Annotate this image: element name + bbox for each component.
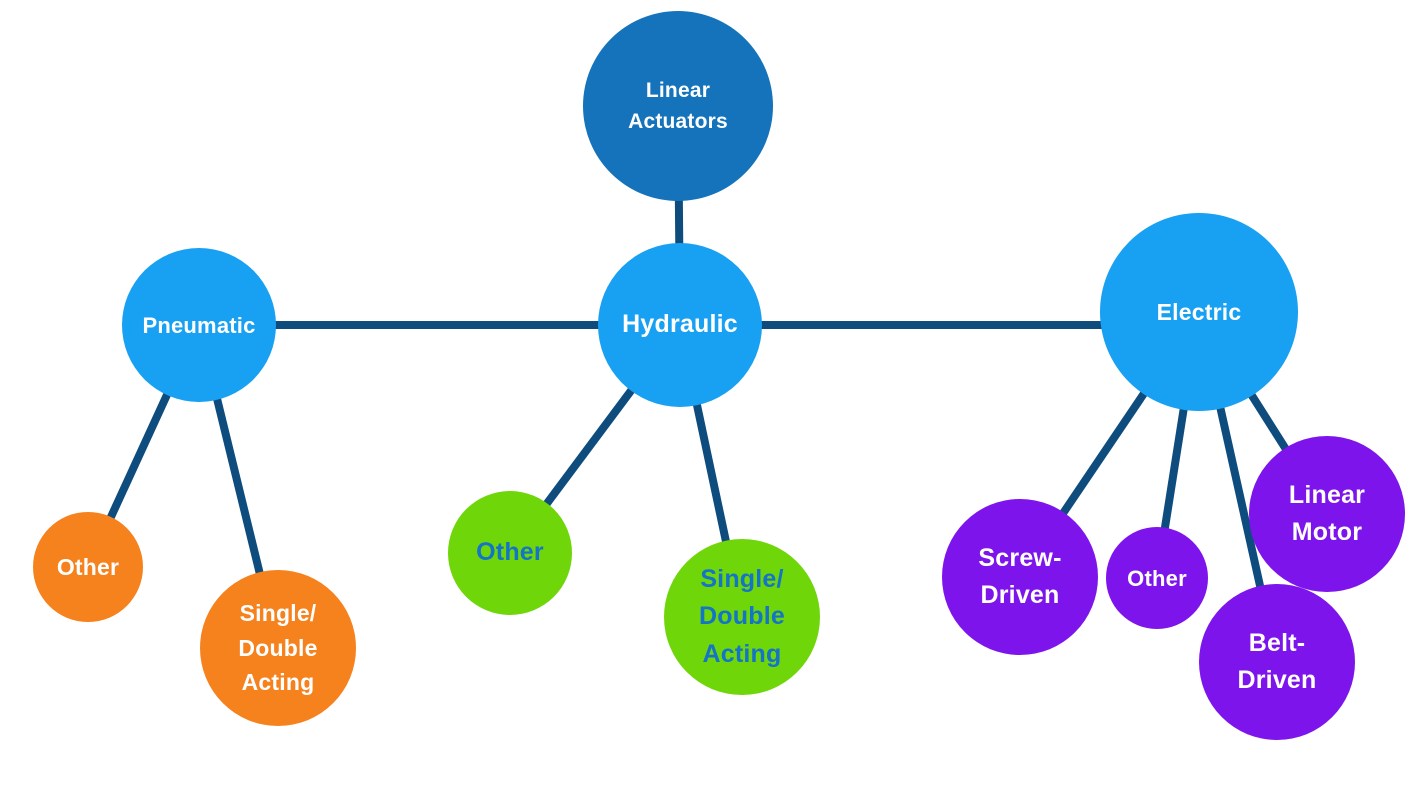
node-label-line: Other xyxy=(1127,565,1187,591)
node-linear-actuators: Linear Actuators xyxy=(583,11,773,201)
node-label-line: Other xyxy=(56,553,120,580)
node-pneumatic-single-double-acting: Single/ Double Acting xyxy=(200,570,356,726)
node-label-line: Double xyxy=(699,602,785,631)
node-label-line: Single/ xyxy=(239,600,317,627)
node-label-line: Linear xyxy=(1288,480,1366,509)
node-label-line: Electric xyxy=(1156,298,1242,325)
node-label-line: Acting xyxy=(702,639,782,668)
node-label-line: Linear xyxy=(645,78,711,102)
node-label-line: Actuators xyxy=(628,110,728,133)
node-label-line: Screw- xyxy=(978,543,1062,572)
node-label-line: Other xyxy=(476,538,544,567)
node-pneumatic: Pneumatic xyxy=(122,248,276,402)
node-label-line: Pneumatic xyxy=(142,312,256,338)
node-label-line: Acting xyxy=(241,669,315,696)
node-label-line: Belt- xyxy=(1248,628,1306,657)
node-electric-linear-motor: Linear Motor xyxy=(1249,436,1405,592)
node-pneumatic-other: Other xyxy=(33,512,143,622)
node-label-line: Hydraulic xyxy=(622,310,738,339)
node-electric-screw-driven: Screw- Driven xyxy=(942,499,1098,655)
node-electric-other: Other xyxy=(1106,527,1208,629)
node-label-line: Motor xyxy=(1291,518,1363,546)
node-electric: Electric xyxy=(1100,213,1298,411)
node-hydraulic: Hydraulic xyxy=(598,243,762,407)
node-electric-belt-driven: Belt- Driven xyxy=(1199,584,1355,740)
node-label-line: Double xyxy=(238,634,318,661)
node-label-line: Driven xyxy=(980,581,1060,609)
node-hydraulic-other: Other xyxy=(448,491,572,615)
node-hydraulic-single-double-acting: Single/ Double Acting xyxy=(664,539,820,695)
node-label-line: Single/ xyxy=(700,564,784,593)
node-label-line: Driven xyxy=(1237,666,1317,694)
